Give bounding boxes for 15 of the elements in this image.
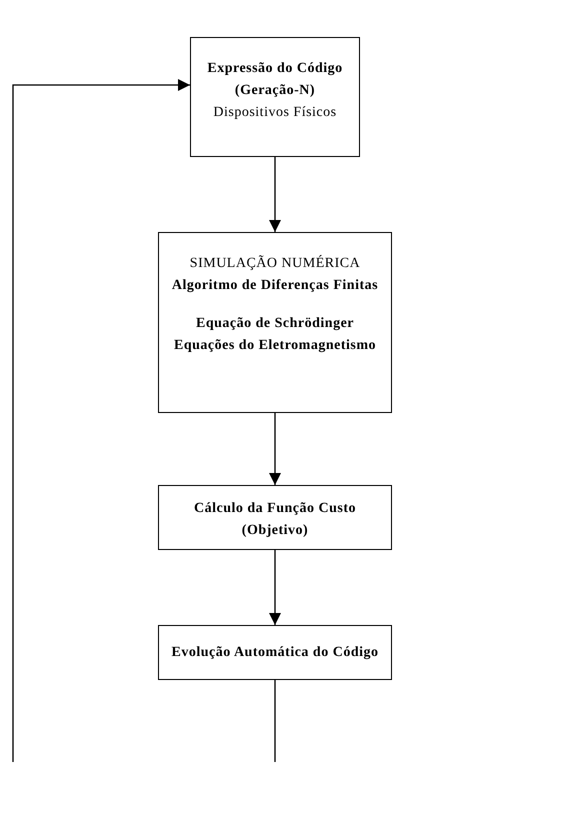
box-text: Dispositivos Físicos	[213, 104, 337, 122]
box-text: Expressão do Código (Geração-N)	[206, 60, 344, 100]
arrow	[269, 413, 281, 485]
box-text: Evolução Automática do Código	[171, 644, 378, 662]
box-text: Equação de Schrödinger Equações do Eletromagnetismo	[173, 315, 377, 355]
arrow	[12, 79, 190, 762]
box-text: Algoritmo de Diferenças Finitas	[172, 277, 378, 295]
box-text: Cálculo da Função Custo (Objetivo)	[192, 500, 358, 540]
box-text: SIMULAÇÃO NUMÉRICA	[190, 254, 360, 273]
process-box	[158, 485, 392, 550]
process-box	[158, 625, 392, 680]
arrow	[269, 157, 281, 232]
process-box	[190, 37, 360, 157]
process-box	[158, 232, 392, 413]
arrow	[269, 550, 281, 625]
